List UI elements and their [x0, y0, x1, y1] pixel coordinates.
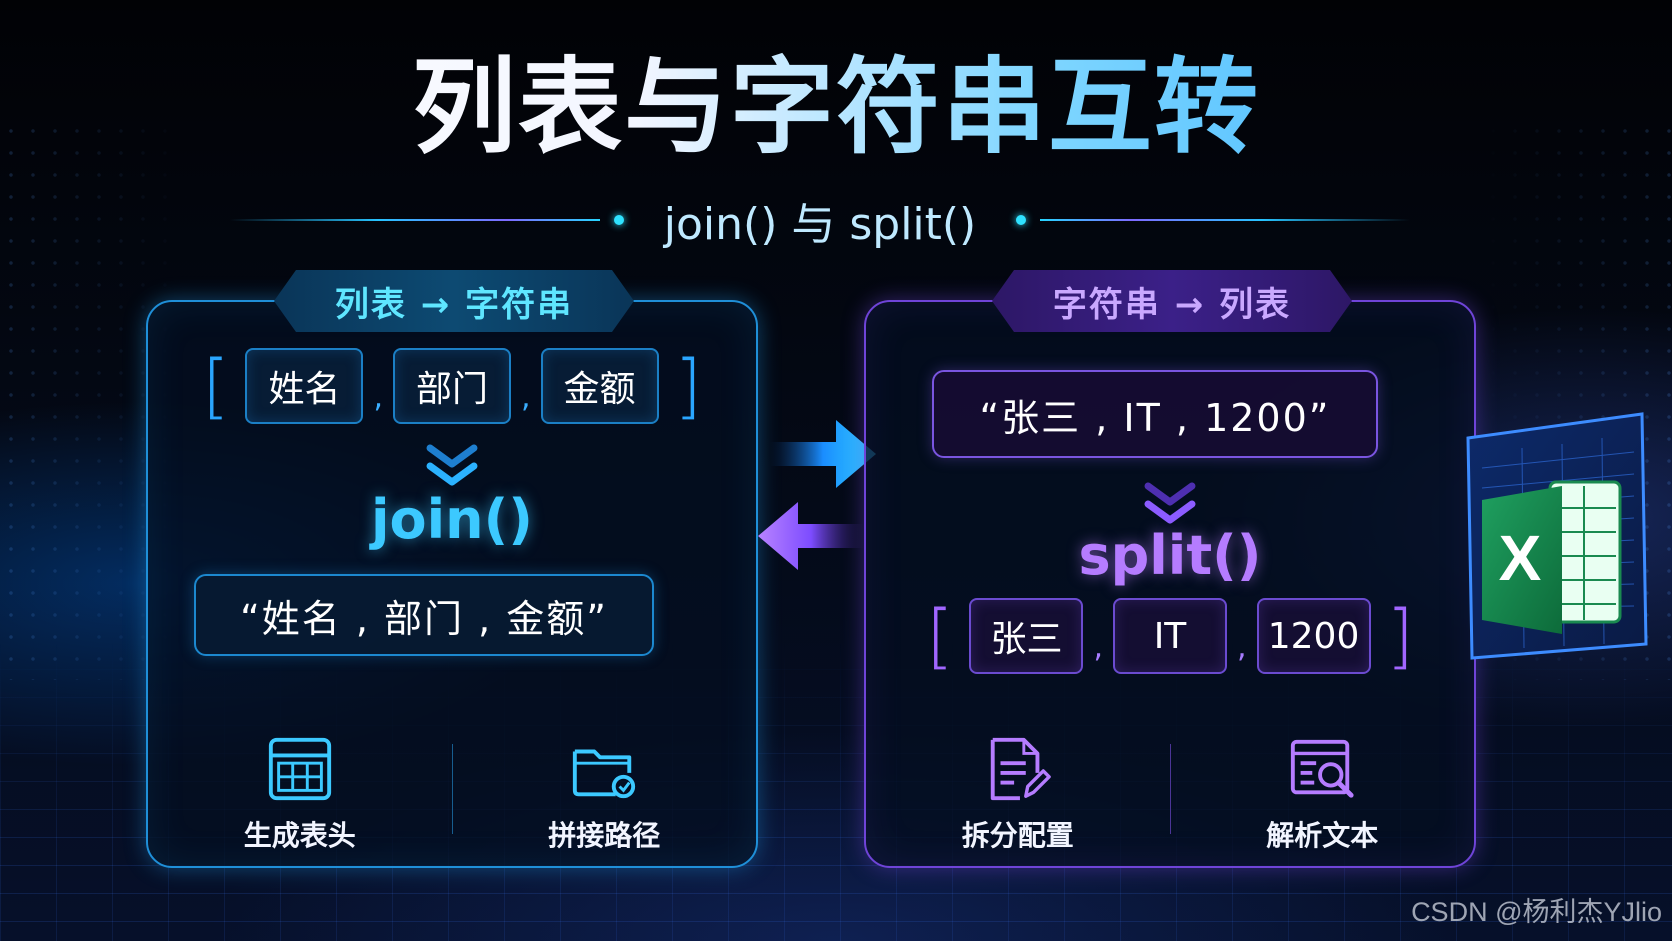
document-edit-icon: [990, 737, 1051, 801]
use-case-path: 拼接路径: [453, 734, 757, 854]
split-function-label: split(): [1078, 524, 1262, 587]
join-function-label: join(): [371, 488, 533, 551]
separator: ,: [1093, 629, 1103, 665]
watermark: CSDN @杨利杰YJlio: [1411, 897, 1662, 927]
use-case-label: 生成表头: [243, 819, 356, 852]
chevron-down-icon: [426, 444, 478, 486]
list-item-department: 部门: [393, 348, 511, 424]
use-case-label: 拆分配置: [961, 819, 1074, 852]
subtitle-line-right: [1040, 219, 1411, 221]
use-case-label: 解析文本: [1266, 819, 1379, 852]
list-item-name: 姓名: [245, 348, 364, 424]
bracket-close: ]: [674, 345, 702, 427]
divider: [1169, 744, 1171, 834]
split-output-list: [ 张三 , IT , 1200 ]: [866, 598, 1474, 674]
arrow-left-icon: [758, 502, 864, 570]
subtitle: join() 与 split(): [663, 199, 977, 250]
split-panel: 字符串 → 列表 “张三 , IT , 1200” split() [ 张三 ,…: [864, 300, 1476, 868]
subtitle-line-left: [230, 219, 600, 221]
chevron-down-icon: [1144, 482, 1196, 524]
table-icon: [268, 737, 331, 801]
split-source-string: “张三 , IT , 1200”: [932, 370, 1378, 458]
join-panel-badge: 列表 → 字符串: [274, 270, 634, 332]
excel-icon: X: [1466, 412, 1648, 660]
use-case-parse: 解析文本: [1171, 734, 1475, 854]
use-case-config: 拆分配置: [866, 734, 1170, 854]
separator: ,: [521, 379, 531, 415]
document-search-icon: [1291, 739, 1354, 798]
subtitle-row: join() 与 split(): [230, 192, 1411, 250]
excel-letter: X: [1499, 522, 1542, 594]
folder-link-icon: [573, 749, 636, 799]
join-result-string: “姓名 , 部门 , 金额”: [194, 574, 654, 656]
bracket-close: ]: [1386, 595, 1414, 677]
list-item-name: 张三: [969, 598, 1084, 674]
split-use-cases: 拆分配置 解析文本: [866, 734, 1474, 854]
join-panel: 列表 → 字符串 [ 姓名 , 部门 , 金额 ] join() “姓名 , 部…: [146, 300, 758, 868]
split-panel-badge: 字符串 → 列表: [992, 270, 1352, 332]
bracket-open: [: [202, 345, 230, 427]
subtitle-dot-right: [1016, 215, 1027, 225]
join-input-list: [ 姓名 , 部门 , 金额 ]: [148, 348, 756, 424]
use-case-header: 生成表头: [148, 734, 452, 854]
list-item-department: IT: [1113, 598, 1227, 674]
arrow-right-icon: [770, 420, 876, 488]
bracket-open: [: [926, 595, 954, 677]
subtitle-dot-left: [613, 215, 624, 225]
use-case-label: 拼接路径: [548, 819, 661, 852]
separator: ,: [373, 379, 383, 415]
list-item-amount: 1200: [1256, 598, 1371, 674]
list-item-amount: 金额: [540, 348, 659, 424]
main-title: 列表与字符串互转: [0, 50, 1672, 165]
divider: [451, 744, 453, 834]
join-use-cases: 生成表头 拼接路径: [148, 734, 756, 854]
separator: ,: [1237, 629, 1247, 665]
